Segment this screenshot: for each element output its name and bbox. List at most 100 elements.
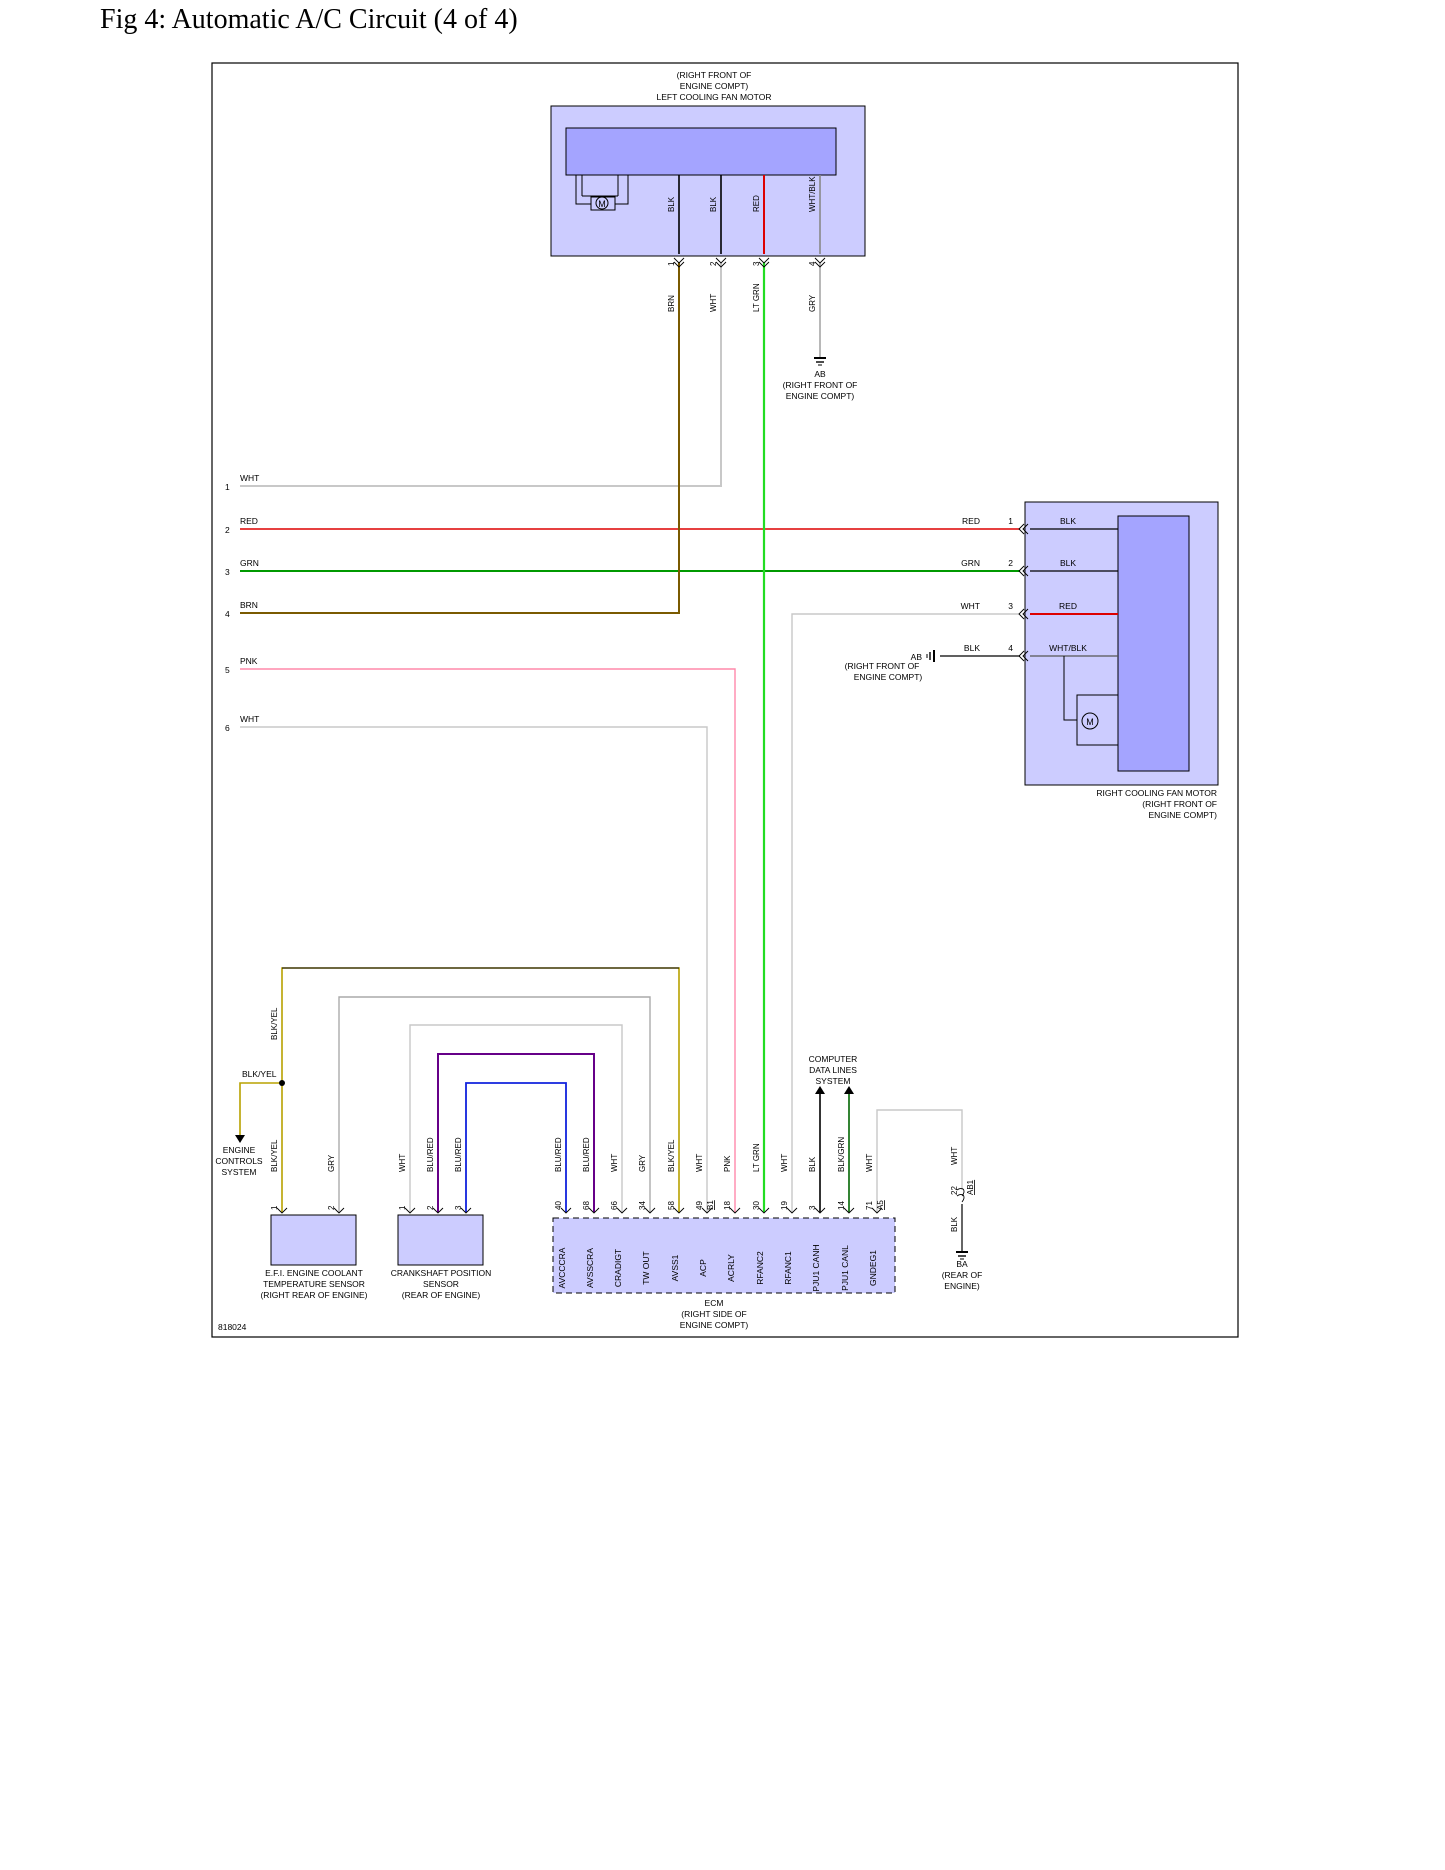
ecm-pin-3: 3 — [808, 1205, 817, 1210]
ecm-pin-18: 18 — [723, 1201, 732, 1210]
splice-dot — [279, 1080, 285, 1086]
left-cooling-fan-motor: M — [550, 105, 866, 257]
left-fan-pin-1: 1 — [667, 261, 676, 266]
ecm-wire-34: GRY — [638, 1154, 647, 1172]
crank-wire-1: WHT — [398, 1154, 407, 1172]
right-fan-label-1: RIGHT COOLING FAN MOTOR — [1096, 788, 1217, 798]
ground-icon-ab-top — [814, 357, 826, 366]
ecm-wire-30: LT GRN — [752, 1143, 761, 1172]
right-fan-inner-wire-3: RED — [1059, 601, 1077, 611]
harness-color-3: GRN — [240, 558, 259, 568]
harness-color-2: RED — [240, 516, 258, 526]
ecm-pin-68: 68 — [582, 1201, 591, 1210]
ecm-signal-18: ACRLY — [726, 1254, 736, 1282]
harness-num-1: 1 — [225, 482, 230, 492]
ground-ba-line-2: ENGINE) — [944, 1281, 980, 1291]
right-fan-pin-3: 3 — [1008, 601, 1013, 611]
ecm-wire-71: WHT — [865, 1154, 874, 1172]
ground-ab-right-id: AB — [911, 652, 923, 662]
ecm-pin-34: 34 — [638, 1201, 647, 1210]
ecm-pin-71: 71 — [865, 1201, 874, 1210]
arrow-down-icon — [235, 1135, 245, 1143]
figure-id: 818024 — [218, 1322, 247, 1332]
right-fan-pin-2: 2 — [1008, 558, 1013, 568]
crank-pin-1: 1 — [398, 1205, 407, 1210]
right-fan-inner-wire-4: WHT/BLK — [1049, 643, 1087, 653]
left-fan-pin-4: 4 — [808, 261, 817, 266]
ecm-pin-19: 19 — [780, 1201, 789, 1210]
ect-wire-1: BLK/YEL — [270, 1139, 279, 1172]
ecm-pin-14: 14 — [837, 1201, 846, 1210]
ground-ba-wire-top: WHT — [950, 1147, 959, 1165]
ecm-wire-66: WHT — [610, 1154, 619, 1172]
ect-sensor-line-2: TEMPERATURE SENSOR — [263, 1279, 365, 1289]
harness-num-3: 3 — [225, 567, 230, 577]
ecm-wire-58: BLK/YEL — [667, 1139, 676, 1172]
crank-sensor-line-2: SENSOR — [423, 1279, 459, 1289]
ecm-wire-14: BLK/GRN — [837, 1137, 846, 1172]
crank-wire-2: BLU/RED — [426, 1137, 435, 1172]
ecm-pin-58: 58 — [667, 1201, 676, 1210]
ecm-pin-66: 66 — [610, 1201, 619, 1210]
ect-sensor-body — [270, 1214, 357, 1266]
ecm-signal-68: AVSSCRA — [585, 1248, 595, 1288]
ground-ba-conn-id: AB1 — [966, 1179, 975, 1195]
ecm-wire-49: WHT — [695, 1154, 704, 1172]
engine-controls-line-3: SYSTEM — [222, 1167, 257, 1177]
ecm-wire-68: BLU/RED — [582, 1137, 591, 1172]
ecm-signal-58: AVSS1 — [670, 1254, 680, 1281]
right-fan-motor-symbol: M — [1086, 717, 1094, 727]
harness-num-6: 6 — [225, 723, 230, 733]
right-fan-outer-wire-4: BLK — [964, 643, 980, 653]
connector-marks — [276, 257, 1029, 1214]
ecm-pin-30: 30 — [752, 1201, 761, 1210]
right-fan-pin-1: 1 — [1008, 516, 1013, 526]
ect-sensor-line-1: E.F.I. ENGINE COOLANT — [265, 1268, 363, 1278]
left-fan-motor-symbol: M — [598, 199, 606, 209]
harness-color-5: PNK — [240, 656, 258, 666]
left-fan-outer-wire-4: GRY — [808, 294, 817, 312]
wires — [239, 175, 1118, 1252]
right-fan-inner-wire-2: BLK — [1060, 558, 1076, 568]
ecm-signal-34: TW OUT — [641, 1251, 651, 1285]
left-fan-outer-wire-3: LT GRN — [752, 283, 761, 312]
right-fan-label-2: (RIGHT FRONT OF — [1142, 799, 1217, 809]
engine-controls-line-1: ENGINE — [223, 1145, 256, 1155]
ground-ba-line-1: (REAR OF — [942, 1270, 983, 1280]
ecm-signal-14: PJU1 CANL — [840, 1245, 850, 1291]
crank-sensor-line-1: CRANKSHAFT POSITION — [391, 1268, 491, 1278]
left-fan-inner-wire-2: BLK — [709, 196, 718, 212]
right-fan-outer-wire-2: GRN — [961, 558, 980, 568]
harness-num-5: 5 — [225, 665, 230, 675]
ground-ab-right-line-1: (RIGHT FRONT OF — [845, 661, 920, 671]
ground-ba-pin: 22 — [950, 1186, 959, 1195]
left-fan-inner-wire-3: RED — [752, 195, 761, 212]
ect-pin-2: 2 — [327, 1205, 336, 1210]
ecm-conn-71: A5 — [876, 1200, 885, 1210]
ecm-line-2: (RIGHT SIDE OF — [681, 1309, 747, 1319]
ecm-line-1: ECM — [705, 1298, 724, 1308]
ect-pin-1: 1 — [270, 1205, 279, 1210]
right-fan-inner-wire-1: BLK — [1060, 516, 1076, 526]
ecm-signal-40: AVCCCRA — [557, 1247, 567, 1288]
ecm-wire-19: WHT — [780, 1154, 789, 1172]
left-fan-outer-wire-2: WHT — [709, 294, 718, 312]
ground-ba-id: BA — [956, 1259, 968, 1269]
blk-yel-upper-wire-label: BLK/YEL — [270, 1007, 279, 1040]
harness-num-2: 2 — [225, 525, 230, 535]
left-fan-label-1: (RIGHT FRONT OF — [677, 70, 752, 80]
ground-ba-wire-bottom: BLK — [950, 1216, 959, 1232]
page-title: Fig 4: Automatic A/C Circuit (4 of 4) — [100, 4, 518, 35]
left-fan-label-3: LEFT COOLING FAN MOTOR — [657, 92, 772, 102]
computer-data-line-1: COMPUTER — [809, 1054, 858, 1064]
harness-color-1: WHT — [240, 473, 259, 483]
ecm-wire-40: BLU/RED — [554, 1137, 563, 1172]
ecm-signal-19: RFANC1 — [783, 1251, 793, 1285]
left-fan-inner-wire-1: BLK — [667, 196, 676, 212]
ground-ab-top-line-1: (RIGHT FRONT OF — [783, 380, 858, 390]
left-fan-label-2: ENGINE COMPT) — [680, 81, 749, 91]
ground-ab-top-id: AB — [814, 369, 826, 379]
ecm-signal-49: ACP — [698, 1259, 708, 1277]
ecm-pin-49: 49 — [695, 1201, 704, 1210]
